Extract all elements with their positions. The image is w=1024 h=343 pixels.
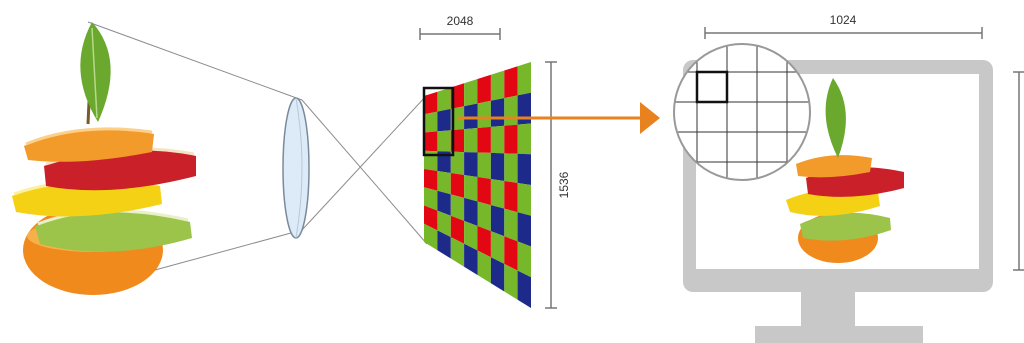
sensor-cell-b xyxy=(517,92,531,125)
sensor-cell-g xyxy=(437,130,451,152)
sensor-cell-g xyxy=(490,125,505,154)
sensor-height-label: 1536 xyxy=(557,171,571,198)
sensor-cell-g xyxy=(517,183,531,216)
sensor-cell-g xyxy=(490,179,505,209)
sensor-height-dimension: 1536 xyxy=(545,61,571,309)
sensor-cell-r xyxy=(504,236,518,271)
sensor-cell-g xyxy=(424,187,438,211)
sensor-cell-g xyxy=(477,152,491,179)
bayer-sensor-grid xyxy=(424,62,531,308)
sensor-cell-g xyxy=(504,263,518,300)
sensor-cell-r xyxy=(424,169,438,191)
monitor-fruit-image xyxy=(786,78,904,263)
sensor-cell-g xyxy=(504,153,518,183)
sensor-cell-r xyxy=(450,173,465,198)
sensor-cell-g xyxy=(424,111,438,133)
light-rays xyxy=(87,21,428,271)
sensor-cell-g xyxy=(517,123,531,155)
sensor-cell-g xyxy=(450,151,465,175)
sensor-cell-r xyxy=(424,131,438,152)
sensor-cell-g xyxy=(517,62,531,96)
sensor-cell-r xyxy=(504,66,518,99)
sensor-cell-r xyxy=(424,205,438,231)
orange-arrow xyxy=(457,102,660,134)
sensor-cell-b xyxy=(490,257,505,292)
sensor-cell-g xyxy=(437,171,451,195)
sensor-cell-g xyxy=(504,95,518,126)
sensor-width-dimension: 2048 xyxy=(419,14,501,40)
sensor-cell-g xyxy=(490,70,505,101)
sensor-cell-b xyxy=(437,108,451,132)
sensor-cell-g xyxy=(517,241,531,278)
sensor-cell-b xyxy=(490,152,505,181)
sensor-cell-g xyxy=(464,175,478,202)
sensor-cell-b xyxy=(517,153,531,185)
sensor-cell-g xyxy=(437,210,451,238)
sensor-cell-g xyxy=(504,208,518,242)
sensor-cell-r xyxy=(477,177,491,206)
sensor-cell-b xyxy=(517,270,531,308)
sensor-cell-r xyxy=(504,124,518,154)
sensor-cell-g xyxy=(490,231,505,264)
sensor-cell-b xyxy=(464,152,478,177)
sensor-cell-r xyxy=(504,181,518,213)
sensor-cell-g xyxy=(464,128,478,153)
sensor-cell-g xyxy=(450,237,465,267)
sensor-cell-g xyxy=(477,201,491,232)
sensor-cell-g xyxy=(477,100,491,128)
sensor-cell-r xyxy=(477,126,491,153)
sensor-cell-g xyxy=(464,220,478,251)
display-width-dimension: 1024 xyxy=(704,13,983,39)
sensor-cell-g xyxy=(464,79,478,107)
sensor-cell-b xyxy=(437,151,451,173)
sensor-highlight-block xyxy=(422,86,455,157)
sensor-width-label: 2048 xyxy=(447,14,474,28)
sensor-cell-g xyxy=(424,223,438,251)
sensor-cell-g xyxy=(450,194,465,221)
sensor-cell-r xyxy=(450,215,465,244)
display-width-label: 1024 xyxy=(830,13,857,27)
sensor-cell-g xyxy=(437,87,451,112)
sensor-cell-b xyxy=(517,212,531,247)
sensor-cell-r xyxy=(424,91,438,115)
lens-icon xyxy=(282,97,310,239)
sensor-cell-b xyxy=(437,190,451,216)
display-height-dimension: 768 xyxy=(1013,71,1024,271)
sensor-cell-g xyxy=(477,250,491,284)
fruit-stack-icon xyxy=(12,22,196,295)
sensor-cell-b xyxy=(437,230,451,259)
sensor-cell-b xyxy=(464,197,478,226)
magnified-pixel xyxy=(695,70,729,104)
sensor-cell-r xyxy=(477,74,491,104)
sensor-cell-b xyxy=(464,103,478,130)
sensor-cell-b xyxy=(490,205,505,237)
sensor-cell-r xyxy=(477,226,491,258)
sensor-cell-b xyxy=(464,243,478,275)
sensor-cell-b xyxy=(490,98,505,127)
